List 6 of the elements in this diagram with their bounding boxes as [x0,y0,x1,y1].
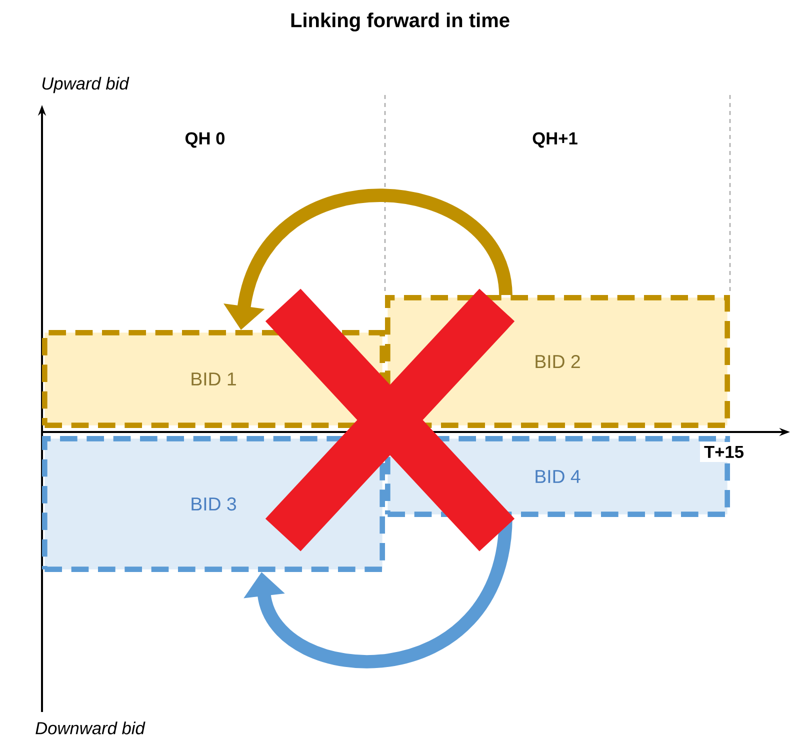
axis-label: Upward bid [42,76,130,94]
axis-label: Downward bid [36,722,146,734]
tick-label: T+15 [700,442,748,462]
column-heading: QH 0 [185,132,224,148]
column-heading: QH+1 [532,132,578,148]
title: Linking forward in time [291,12,510,32]
